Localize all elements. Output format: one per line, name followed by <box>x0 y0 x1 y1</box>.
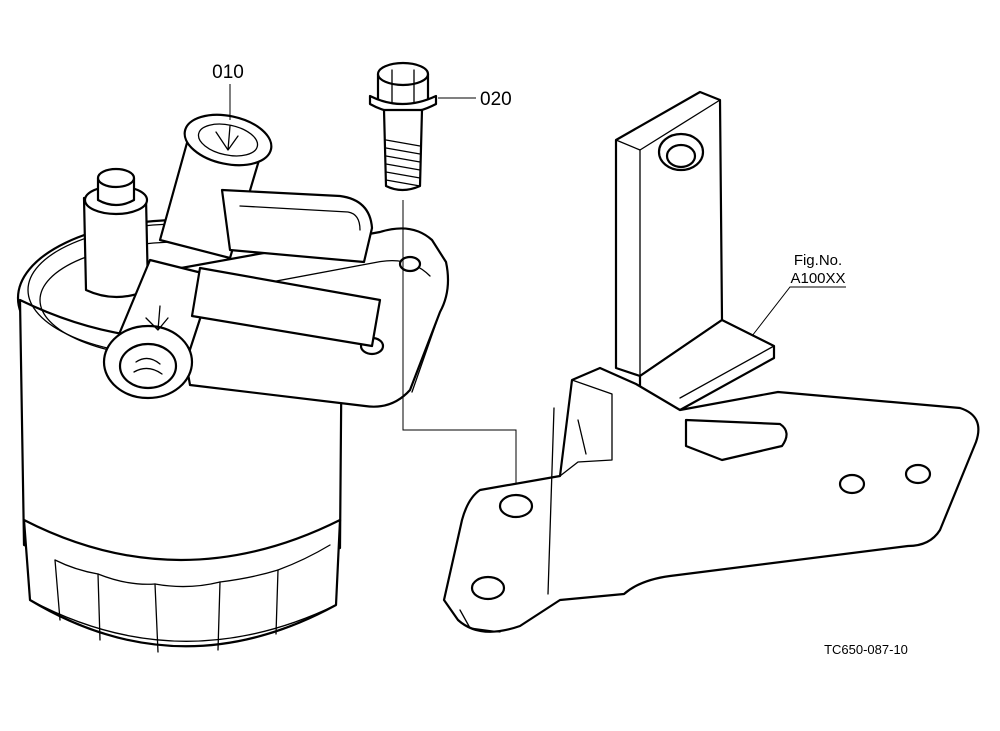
vent-plug <box>82 167 150 299</box>
figure-number-code: A100XX <box>790 270 845 287</box>
mounting-bracket <box>442 90 980 633</box>
drawing-code: TC650-087-10 <box>824 642 908 657</box>
upper-banjo-fitting <box>158 113 374 264</box>
part-label-010: 010 <box>212 62 244 83</box>
part-label-020: 020 <box>480 89 512 110</box>
lower-banjo-fitting <box>102 258 382 400</box>
leader-line-figno <box>751 286 846 337</box>
fuel-filter-assembly <box>16 84 450 653</box>
flange-bolt <box>368 61 517 508</box>
bolt-thread <box>385 139 421 187</box>
assembly-center-line <box>402 200 517 508</box>
figure-number-label: Fig.No. <box>794 252 842 269</box>
